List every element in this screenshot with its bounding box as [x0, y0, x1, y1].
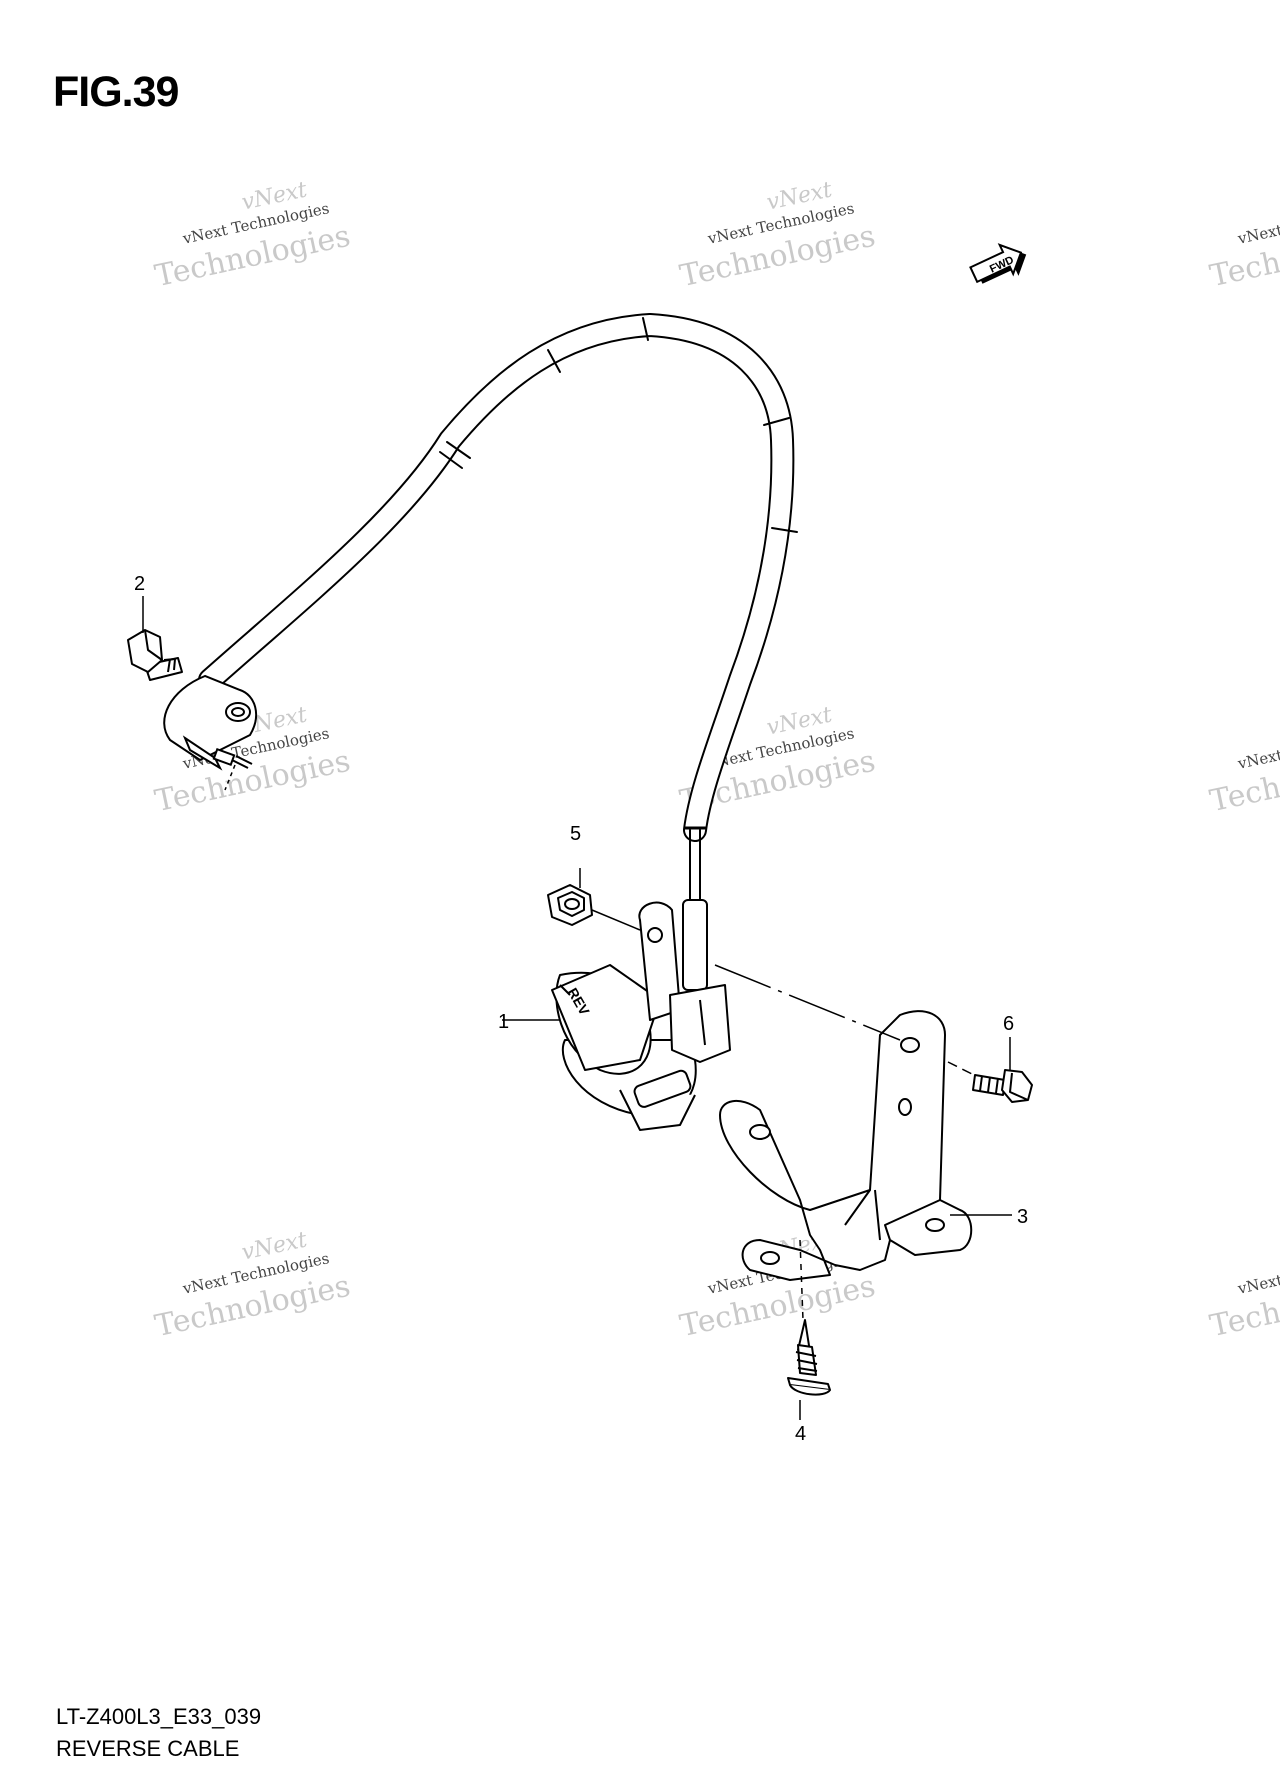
diagram-name: REVERSE CABLE [56, 1736, 240, 1761]
diagram-code: LT-Z400L3_E33_039 [56, 1704, 262, 1729]
callout-5: 5 [570, 823, 581, 845]
watermark: vNext vNext Technologies Technologies [152, 1227, 353, 1344]
callout-4: 4 [795, 1423, 806, 1445]
reverse-knob: REV [551, 964, 697, 1131]
callout-1: 1 [498, 1011, 509, 1033]
svg-text:vNext Technologies: vNext Technologies [1235, 199, 1280, 248]
callout-3: 3 [1017, 1206, 1028, 1228]
watermark: vNext vNext Technologies Technologies [677, 177, 878, 294]
callout-6: 6 [1003, 1013, 1014, 1035]
bolt-part-2 [127, 629, 183, 681]
watermark: vNext vNext Technologies Technologies [1207, 199, 1280, 294]
leader-lines [142, 596, 1012, 1420]
watermark: vNext vNext Technologies Technologies [152, 177, 353, 294]
fwd-arrow-icon: FWD [969, 243, 1027, 284]
screw-part-4 [787, 1319, 831, 1396]
watermark: vNext vNext Technologies Technologies [1207, 1249, 1280, 1344]
svg-text:vNext Technologies: vNext Technologies [1235, 1249, 1280, 1298]
bolt-part-6 [972, 1069, 1033, 1103]
callout-2: 2 [134, 573, 145, 595]
callouts: 2 5 1 6 3 4 [134, 573, 1028, 1445]
figure-title: FIG.39 [53, 68, 179, 116]
cable-end-bracket [163, 674, 258, 771]
svg-text:vNext Technologies: vNext Technologies [1235, 724, 1280, 773]
cable-housing [638, 899, 731, 1063]
nut-part-5 [547, 884, 593, 926]
reverse-cable [198, 313, 798, 906]
watermark: vNext vNext Technologies Technologies [1207, 724, 1280, 819]
mounting-bracket [719, 1010, 973, 1281]
